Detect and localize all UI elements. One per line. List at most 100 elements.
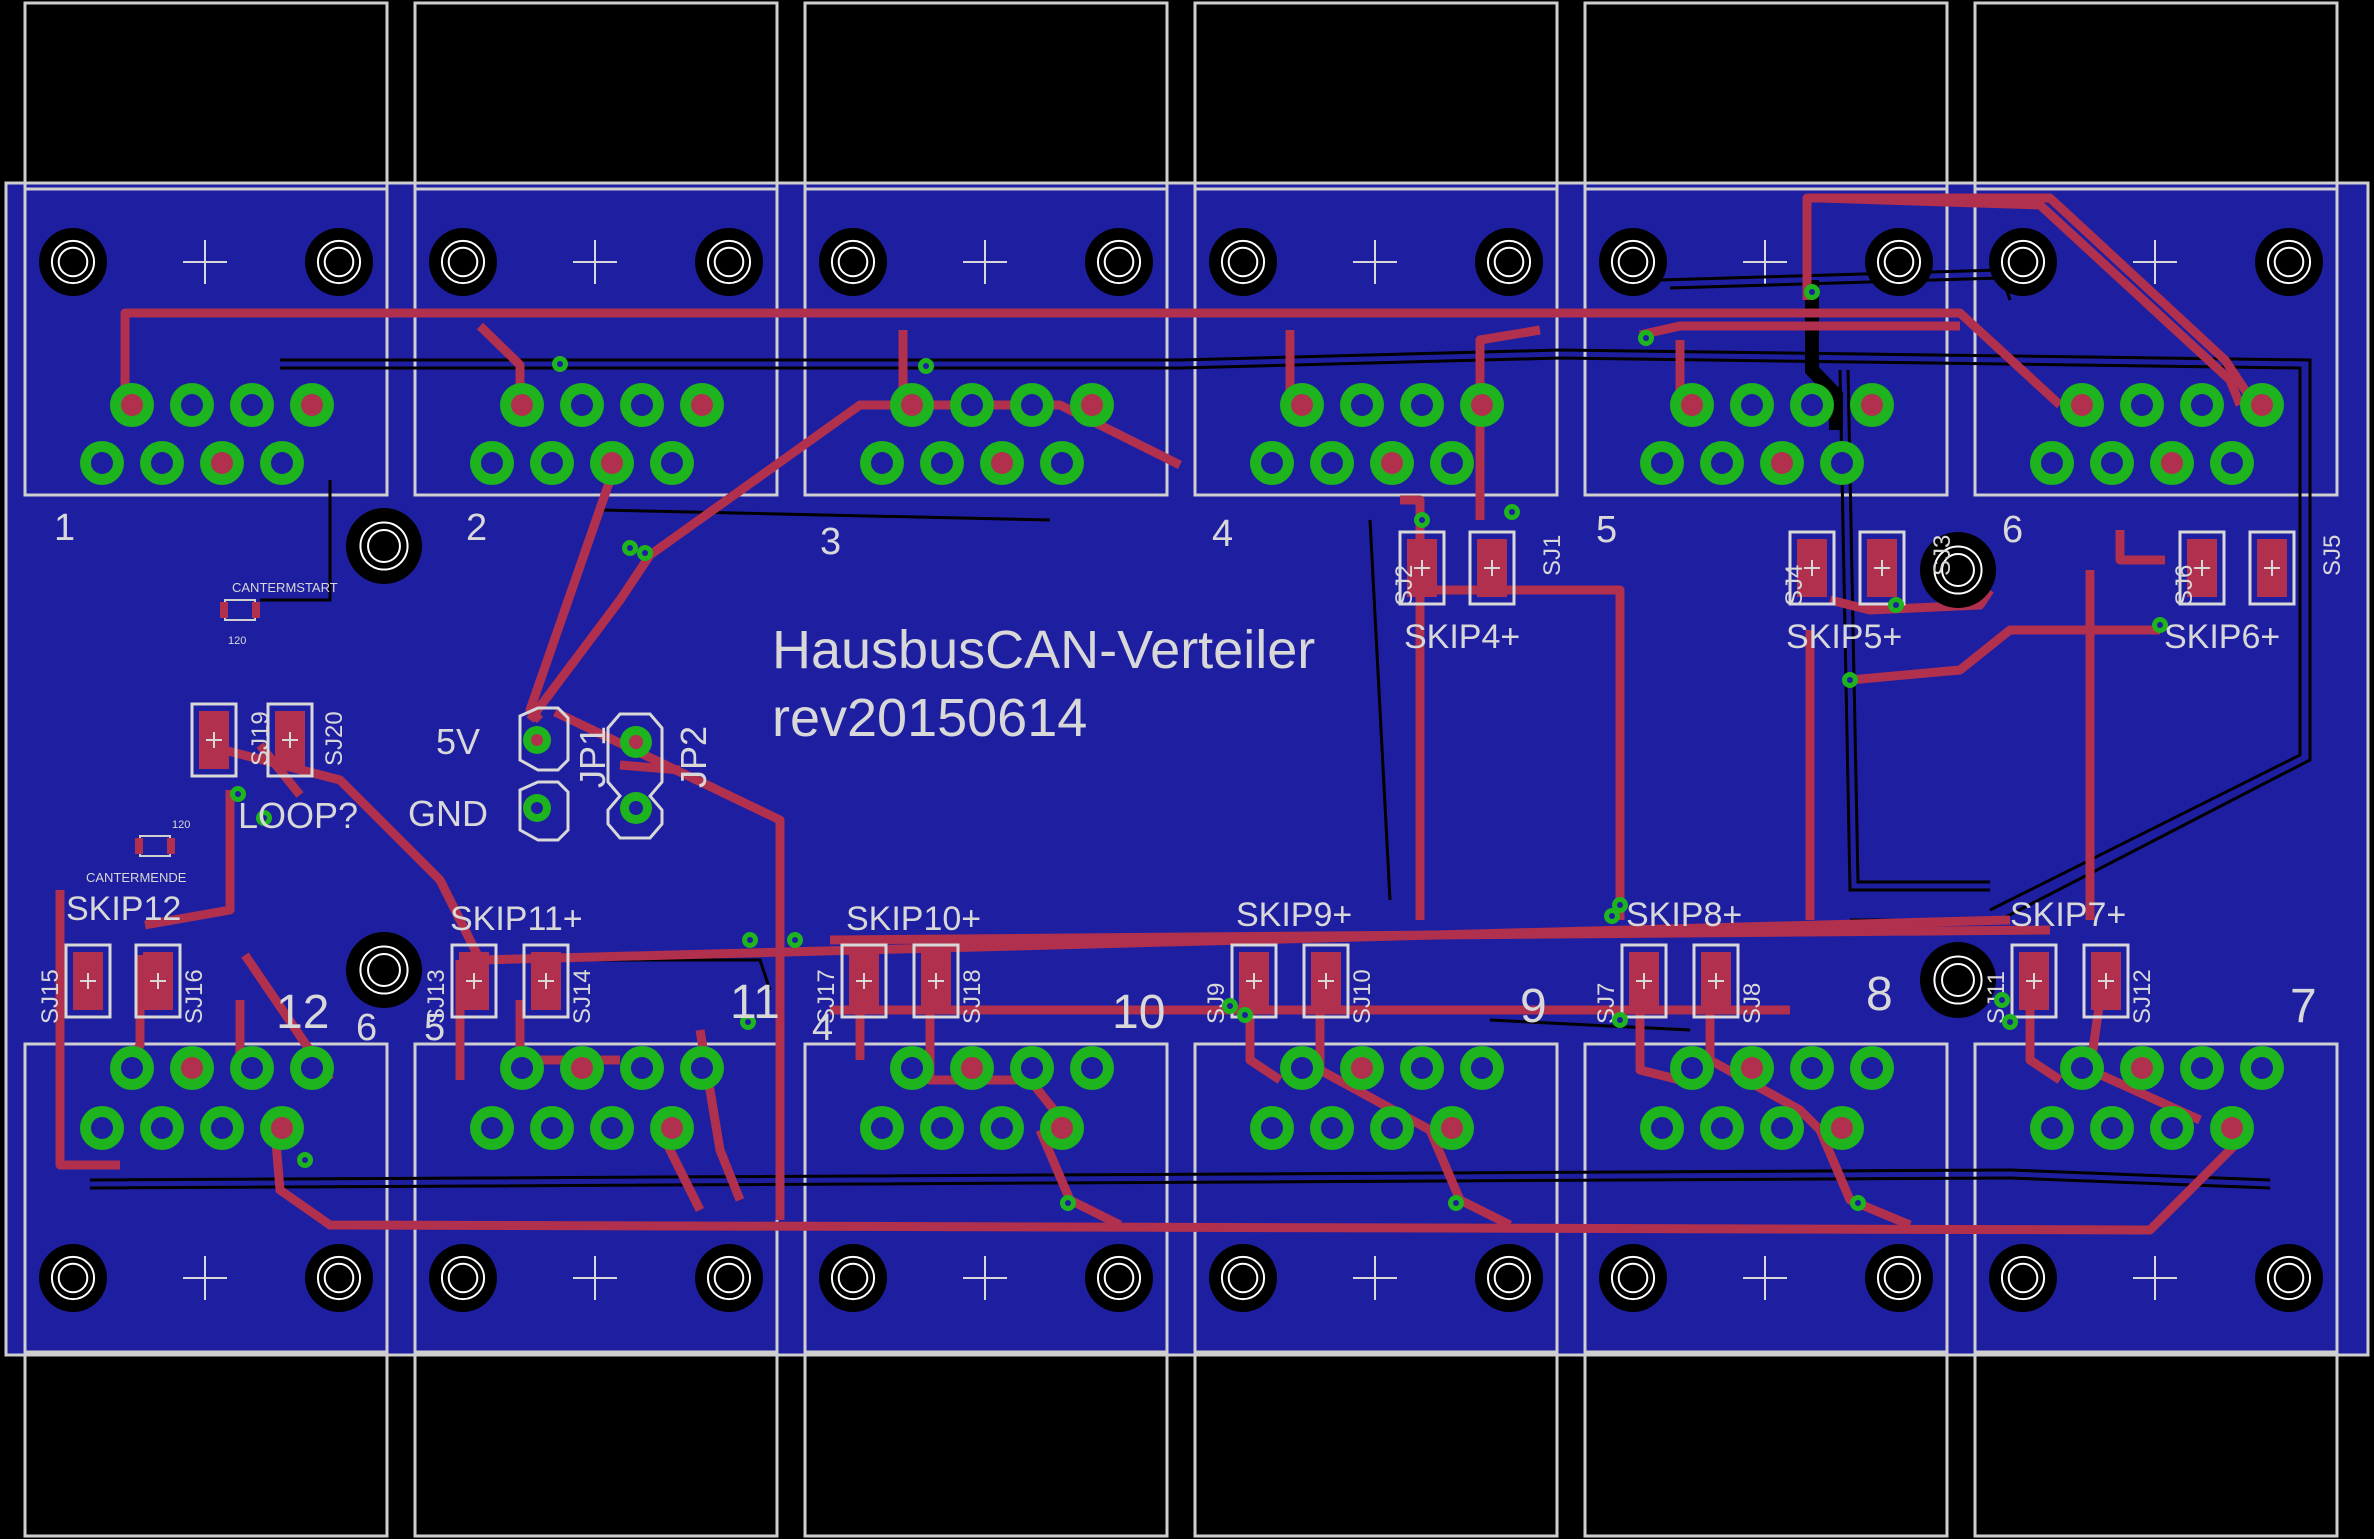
connector-number: 6 [2002,509,2023,551]
connector-number: 2 [466,507,487,549]
connector-pad [980,441,1024,485]
label-jp1: JP1 [572,726,613,788]
skip-label: SKIP11+ [450,900,583,938]
connector-pad [1640,441,1684,485]
via [742,932,758,948]
connector-number: 12 [276,986,329,1039]
connector-pad [1790,1046,1834,1090]
mounting-hole [1989,228,2057,296]
connector-number: 4 [1212,513,1233,555]
skip-label: SKIP5+ [1786,618,1902,656]
connector-frame-top [23,187,389,497]
via [1060,1195,1076,1211]
connector-pad [470,441,514,485]
connector-numbers-top: 1 2 3 4 5 6 [54,507,2023,563]
via [1604,908,1620,924]
mounting-holes [39,228,2323,1312]
via [1638,330,1654,346]
connector-pad [1400,1046,1444,1090]
label-gnd: GND [408,793,488,834]
connector-numbers-bottom: 12 11 10 9 8 7 [276,968,2317,1039]
connector-pad [1460,1046,1504,1090]
connector-pad [1370,441,1414,485]
connector-pad [1850,1046,1894,1090]
jumper-label: SJ8 [1739,983,1766,1024]
jumper-label: SJ14 [569,969,596,1024]
jumper-label: SJ3 [1929,535,1956,576]
top-layer-traces [55,193,2259,1235]
connector-number: 1 [54,507,75,549]
connector-pad [2030,1106,2074,1150]
connector-pad [1700,1106,1744,1150]
mounting-hole [1209,228,1277,296]
via [256,810,272,826]
connector-pad [1040,441,1084,485]
connector-frame-bottom [1193,1042,1559,1354]
jumper-label: SJ2 [1391,565,1418,606]
connector-pad [950,383,994,427]
solder-jumper [1398,530,1446,606]
connector-pad [200,441,244,485]
skip-label: SKIP4+ [1404,618,1520,656]
connector-pad [2210,1106,2254,1150]
mounting-hole [1920,532,1996,608]
via [918,358,934,374]
skip-label: SKIP12 [66,890,181,928]
jumper-label: SJ12 [2129,969,2156,1024]
connector-pad [260,441,304,485]
connector-pad [1010,383,1054,427]
mounting-hole [305,1244,373,1312]
connector-pad [920,441,964,485]
connector-pad [890,383,934,427]
connector-pad [2180,383,2224,427]
skip-label: SKIP9+ [1236,896,1352,934]
jumper-label: SJ10 [1349,969,1376,1024]
mounting-hole [1085,1244,1153,1312]
connector-pad [230,1046,274,1090]
connector-pad [1760,1106,1804,1150]
connector-pad [110,383,154,427]
via [230,786,246,802]
connector-pad [980,1106,1024,1150]
via [1504,504,1520,520]
loop-label: LOOP? [238,795,358,836]
solder-jumper [840,943,888,1019]
connector-pad [590,441,634,485]
solder-jumper [1302,943,1350,1019]
jumper-label: SJ17 [813,969,840,1024]
connector-number: 5 [1596,509,1617,551]
solder-jumper [2010,943,2058,1019]
via [1414,512,1430,528]
connector-pad [500,1046,544,1090]
via [1850,1195,1866,1211]
connector-pad [1370,1106,1414,1150]
connector-pad [2240,1046,2284,1090]
solder-jumper [1858,530,1906,606]
mounting-hole [1599,228,1667,296]
connector-pad [2090,441,2134,485]
jumper-label: SJ13 [423,969,450,1024]
connector-number: 7 [2290,980,2317,1033]
connector-pad [140,441,184,485]
jumper-label: SJ18 [959,969,986,1024]
connector-pad [1340,383,1384,427]
via [740,1014,756,1030]
connector-pad [650,1106,694,1150]
mounting-hole [1209,1244,1277,1312]
connector-pad [1310,1106,1354,1150]
connector-pad [1010,1046,1054,1090]
mounting-hole [1475,1244,1543,1312]
connector-pad [2030,441,2074,485]
mounting-hole [39,1244,107,1312]
via [1448,1195,1464,1211]
connector-pad [950,1046,994,1090]
via [2002,1014,2018,1030]
resistor-start-label: CANTERMSTART [232,580,338,595]
connector-pads [80,383,2284,1150]
connector-number: 10 [1112,986,1165,1039]
connector-frame-bottom [1973,1042,2339,1354]
small-number: 6 [356,1007,377,1049]
skip-label: SKIP10+ [846,900,981,938]
connector-pad [860,1106,904,1150]
